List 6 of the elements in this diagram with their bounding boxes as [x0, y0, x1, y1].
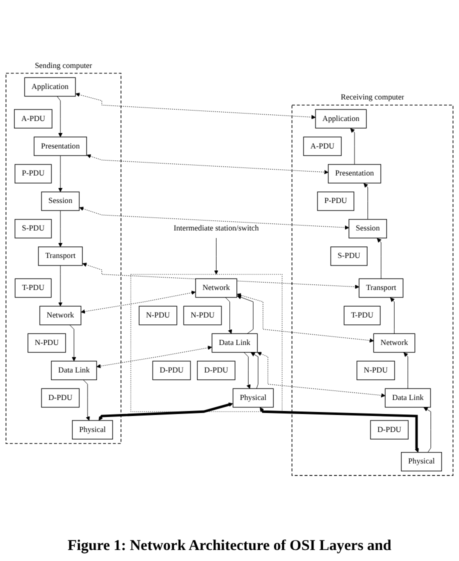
cluster [292, 105, 454, 476]
arrow [260, 408, 419, 453]
arrow [98, 402, 234, 421]
cluster [6, 73, 122, 444]
caption: Figure 1: Network Architecture of OSI Layers and [66, 537, 392, 556]
cluster [130, 274, 282, 412]
